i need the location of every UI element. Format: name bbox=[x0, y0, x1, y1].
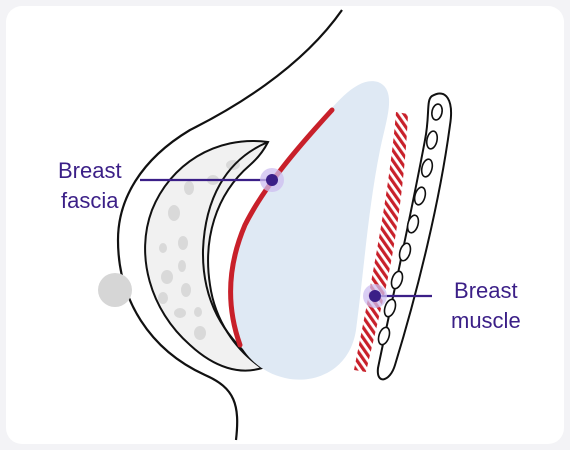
breast-anatomy-diagram bbox=[98, 9, 452, 441]
rib-cells bbox=[377, 103, 443, 346]
muscle-marker-dot bbox=[369, 290, 381, 302]
nipple bbox=[98, 273, 132, 307]
breast-muscle-label: Breast muscle bbox=[451, 276, 521, 336]
fascia-marker-dot bbox=[266, 174, 278, 186]
breast-muscle-band bbox=[354, 112, 408, 372]
breast-muscle-label-line-1: Breast bbox=[454, 278, 518, 303]
breast-muscle-label-line-2: muscle bbox=[451, 308, 521, 333]
lobules bbox=[158, 160, 240, 340]
breast-fascia-line bbox=[228, 107, 335, 348]
breast-fascia-label-line-2: fascia bbox=[61, 188, 119, 213]
body-outline bbox=[116, 9, 343, 441]
breast-fascia-label: Breast fascia bbox=[58, 156, 122, 216]
implant bbox=[230, 81, 390, 380]
diagram-card: Breast fascia Breast muscle bbox=[6, 6, 564, 444]
inner-crescent bbox=[201, 141, 269, 369]
breast-fascia-label-line-1: Breast bbox=[58, 158, 122, 183]
